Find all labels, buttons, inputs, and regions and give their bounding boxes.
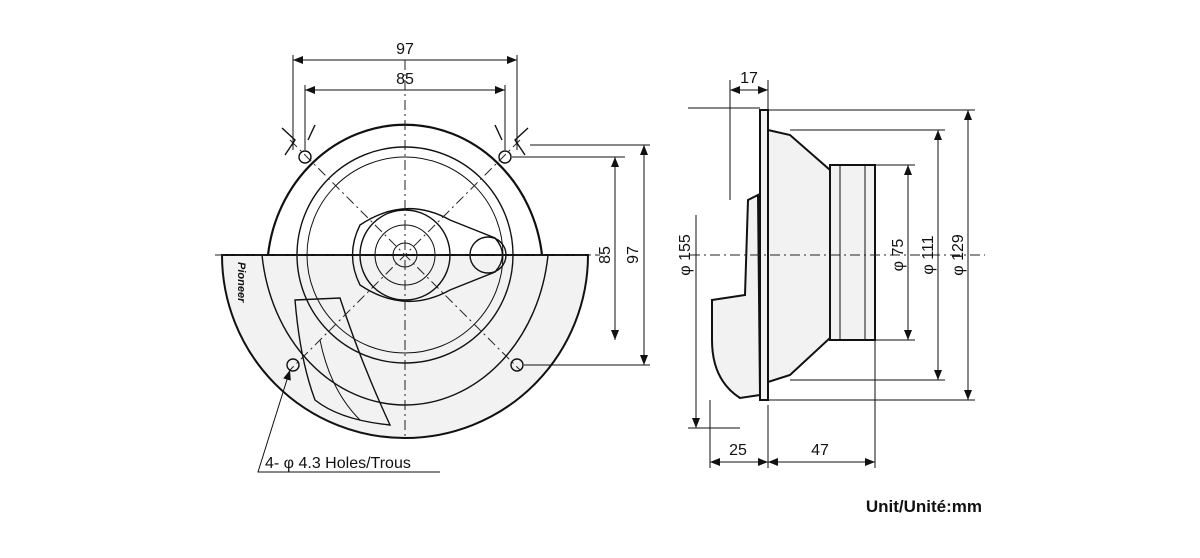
- dim-diameter-129: φ 129: [950, 234, 967, 276]
- side-view: 17 φ 155 φ 75 φ 111 φ 129 25 47: [677, 70, 985, 468]
- tweeter-bridge: [351, 207, 504, 303]
- dim-inner-height: 85: [597, 246, 614, 264]
- mount-tab-left: [281, 124, 316, 156]
- grille-profile: [711, 193, 762, 400]
- swirl-line: [319, 339, 361, 421]
- holes-label: 4- φ 4.3 Holes/Trous: [265, 455, 411, 472]
- mounting-holes: [286, 150, 524, 372]
- unit-label: Unit/Unité:mm: [866, 497, 982, 516]
- basket: [767, 128, 831, 384]
- dim-diameter-155: φ 155: [677, 234, 694, 276]
- centerline-diag2: [289, 139, 521, 371]
- brand-logo: Pioneer: [235, 262, 247, 303]
- mount-tab-right: [494, 124, 529, 156]
- magnet: [829, 164, 876, 341]
- holes-leader: [257, 369, 440, 473]
- front-view: Pioneer 97 85 85 97 4- φ 4.3 Holes/Trous: [215, 41, 650, 473]
- dim-inner-width: 85: [396, 71, 414, 88]
- dim-outer-width: 97: [396, 41, 414, 58]
- dim-outer-height: 97: [625, 246, 642, 264]
- dim-front-depth: 25: [729, 442, 747, 459]
- dim-diameter-75: φ 75: [890, 239, 907, 272]
- dim-diameter-111: φ 111: [920, 235, 937, 274]
- dim-rear-depth: 47: [811, 442, 829, 459]
- dim-flange: 17: [740, 70, 758, 87]
